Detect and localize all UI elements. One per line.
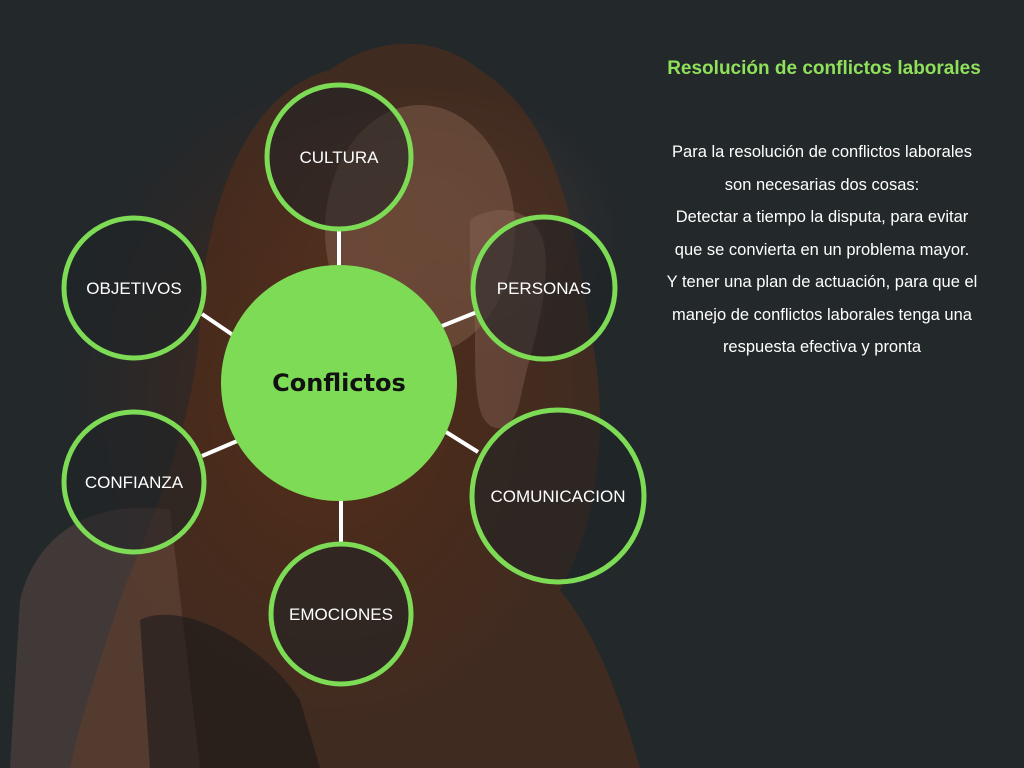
panel-line: que se convierta en un problema mayor. xyxy=(674,240,970,259)
panel-line: son necesarias dos cosas: xyxy=(724,175,920,194)
node-personas-label: PERSONAS xyxy=(497,279,591,298)
center-node-label: Conflictos xyxy=(272,369,406,397)
node-confianza: CONFIANZA xyxy=(61,409,207,555)
panel-line: Y tener una plan de actuación, para que … xyxy=(666,273,978,291)
node-objetivos-circle xyxy=(61,215,207,361)
panel-body: Para la resolución de conflictos laboral… xyxy=(630,136,1014,364)
node-emociones: EMOCIONES xyxy=(268,541,414,687)
node-confianza-circle xyxy=(61,409,207,555)
node-personas: PERSONAS xyxy=(470,214,618,362)
node-objetivos: OBJETIVOS xyxy=(61,215,207,361)
node-comunicacion: COMUNICACION xyxy=(469,407,647,585)
node-emociones-label: EMOCIONES xyxy=(289,605,393,624)
info-panel: Resolución de conflictos laborales Para … xyxy=(630,58,1014,364)
panel-line: respuesta efectiva y pronta xyxy=(722,338,922,356)
panel-line: manejo de conflictos laborales tenga una xyxy=(672,305,972,324)
node-personas-circle xyxy=(470,214,618,362)
panel-line: Detectar a tiempo la disputa, para evita… xyxy=(675,208,969,226)
node-cultura-label: CULTURA xyxy=(299,148,379,167)
node-cultura-circle xyxy=(264,82,414,232)
node-objetivos-label: OBJETIVOS xyxy=(86,279,181,298)
node-comunicacion-circle xyxy=(469,407,647,585)
center-node xyxy=(221,265,457,501)
panel-line: Para la resolución de conflictos laboral… xyxy=(672,143,972,161)
node-confianza-label: CONFIANZA xyxy=(85,473,184,492)
node-emociones-circle xyxy=(268,541,414,687)
top-shape xyxy=(140,614,320,768)
node-cultura: CULTURA xyxy=(264,82,414,232)
node-comunicacion-label: COMUNICACION xyxy=(490,487,625,506)
panel-title: Resolución de conflictos laborales xyxy=(667,58,981,79)
